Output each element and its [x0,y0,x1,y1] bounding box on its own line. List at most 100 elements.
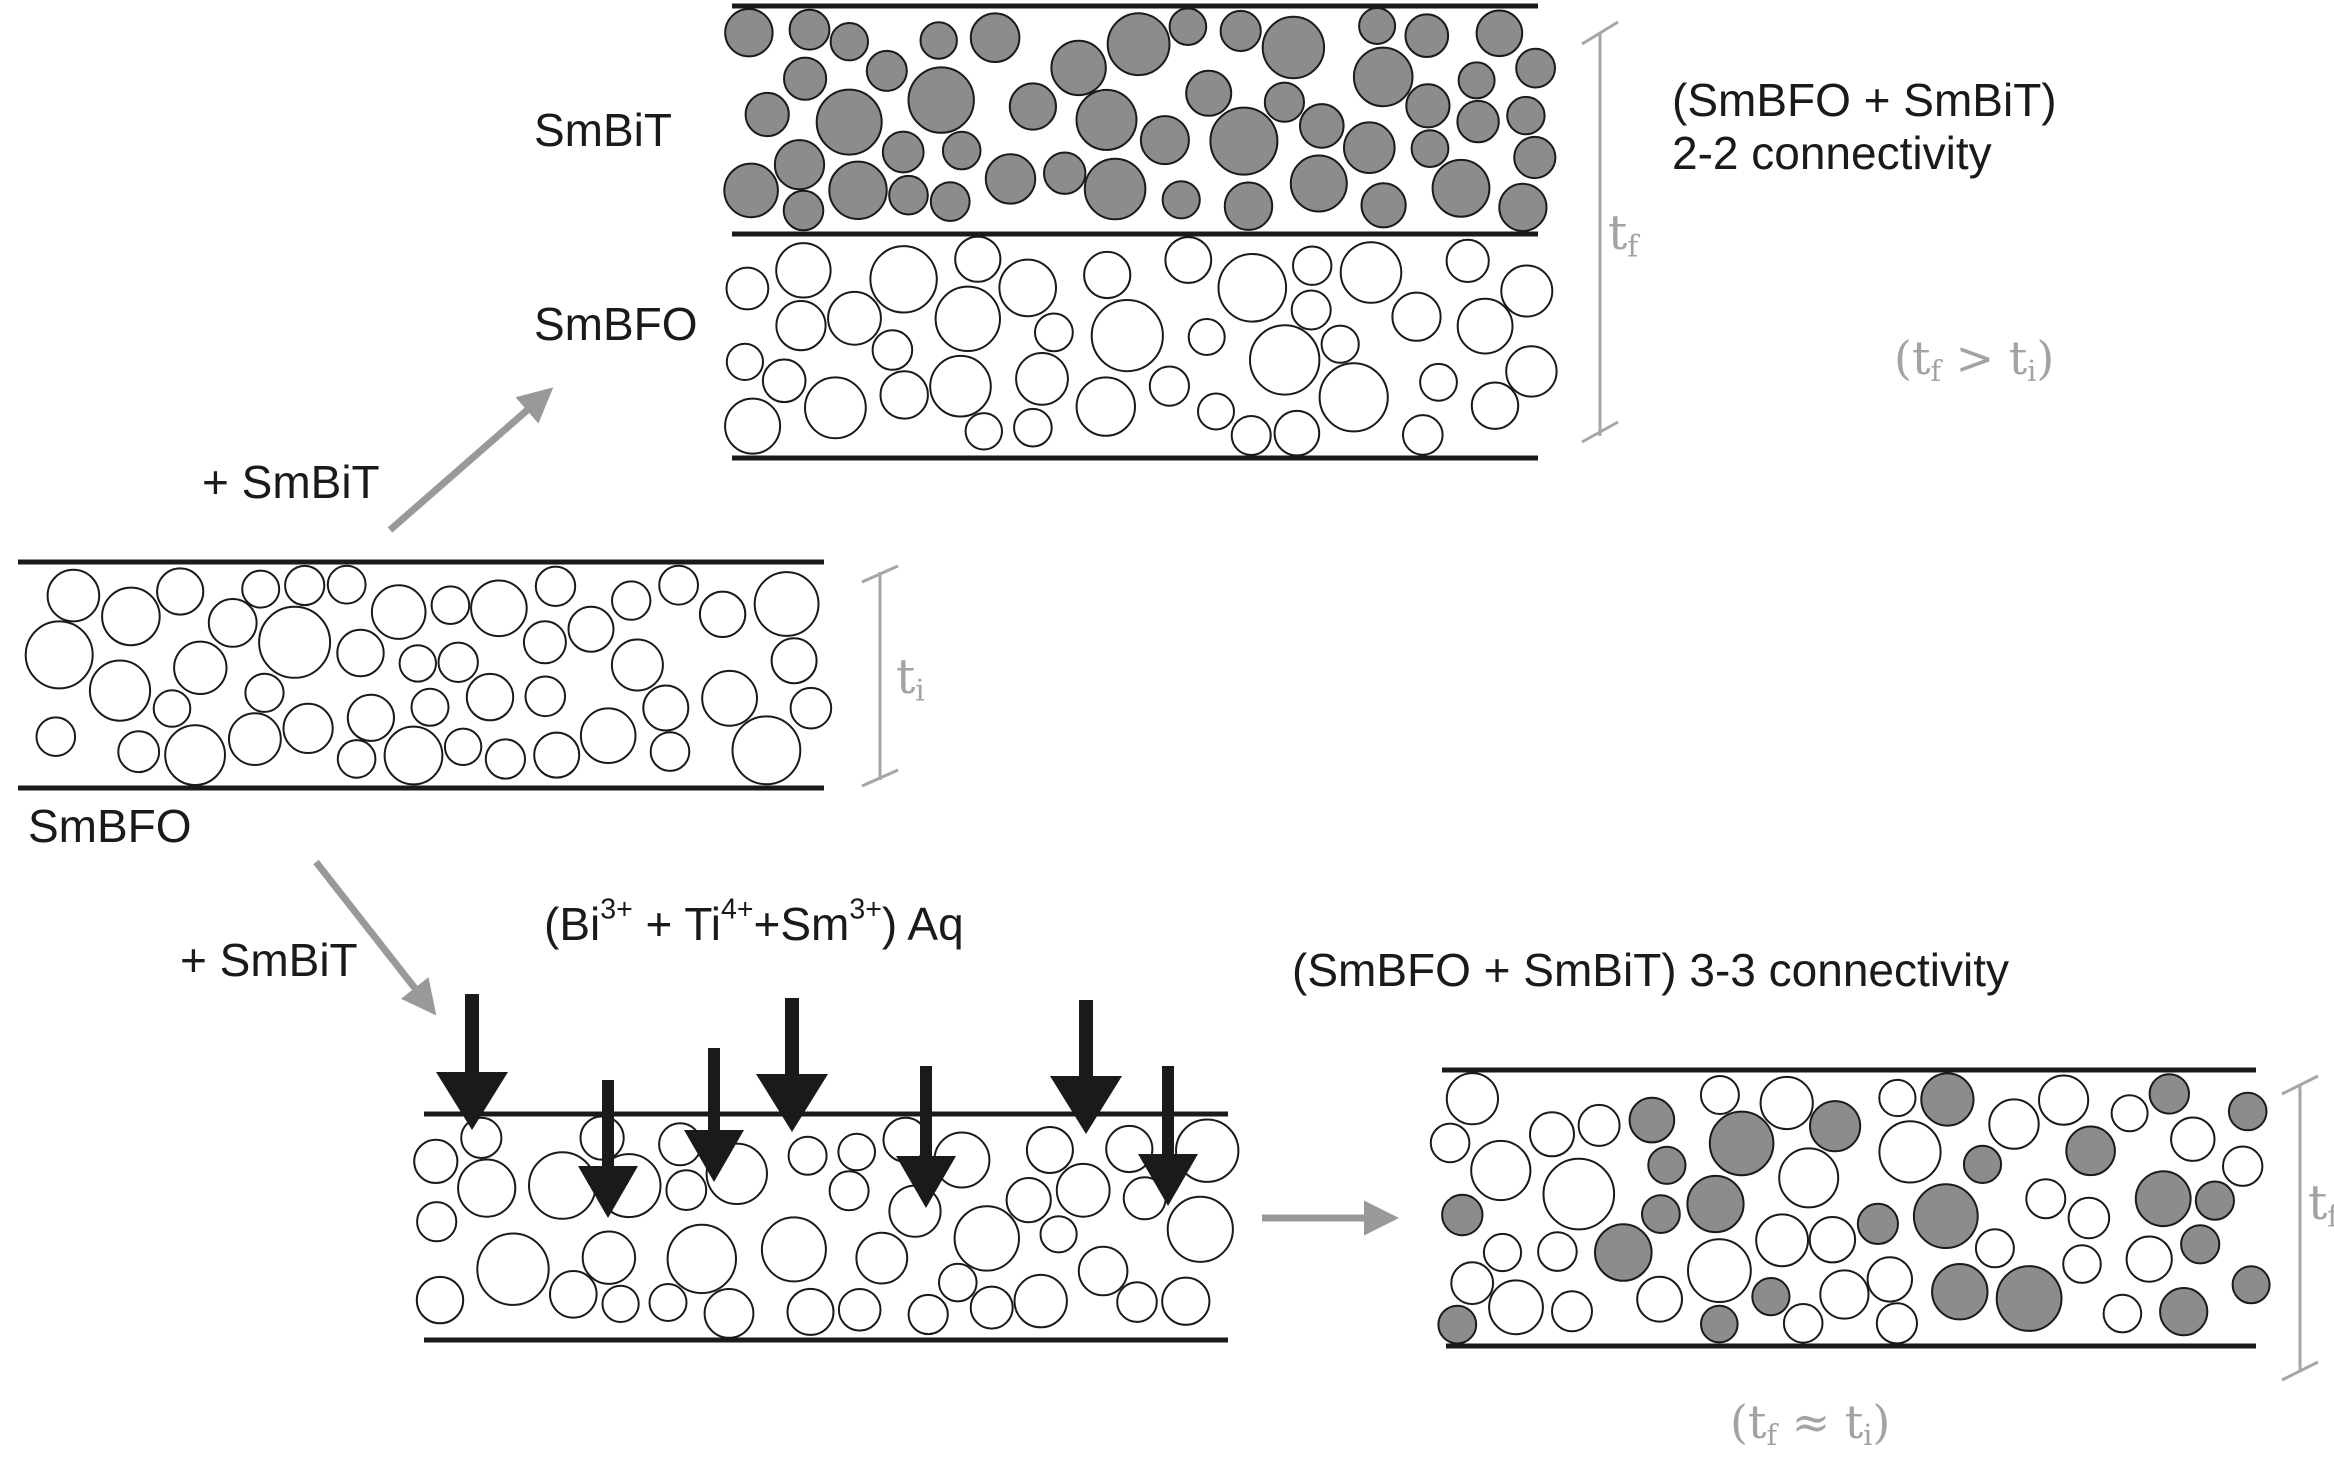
initial-smbfo-grain [336,739,377,779]
smbfo-grain [1500,264,1554,318]
infiltrated-grain [837,1132,877,1172]
initial-smbfo-grain [46,568,101,623]
infiltrated-grain [1116,1281,1158,1323]
smbit-grain [1139,115,1190,166]
initial-smbfo-grain [731,715,802,786]
smbfo-grain [1164,236,1213,284]
composite-grain [1875,1302,1919,1345]
smbit-grain [941,130,982,171]
smbfo-grain [1318,362,1389,433]
connectivity-2-2-title: (SmBFO + SmBiT) 2-2 connectivity [1672,74,2057,180]
smbit-grain [1343,121,1396,174]
deposition-arrow [1138,1066,1198,1206]
smbfo-grain [761,358,807,404]
infiltrated-grain [1055,1162,1111,1218]
composite-grain [1686,1174,1745,1234]
smbit-grain [1168,7,1208,46]
aqueous-bi: (Bi [544,898,601,950]
composite-grain [1751,1277,1791,1317]
ti-base: t [896,649,916,705]
smbfo-grain [1187,318,1226,356]
composite-grain [1866,1256,1914,1303]
initial-smbfo-grain [770,637,818,685]
rel-bottom-close: ) [1872,1395,1891,1449]
initial-smbfo-grain [470,579,528,638]
smbfo-grain [1456,297,1514,355]
composite-grain [1759,1075,1814,1131]
smbit-grain [888,174,929,216]
initial-smbfo-grain [326,564,367,605]
sm-charge: 3+ [849,893,882,926]
composite-grain [2025,1178,2067,1220]
smbfo-grain [1292,245,1333,286]
composite-grain [1778,1147,1840,1209]
composite-grain [2231,1265,2271,1305]
smbit-grain [744,91,790,138]
infiltrated-grain [413,1138,459,1185]
composite-grain [1700,1304,1739,1344]
composite-grain [1551,1290,1593,1333]
smbfo-grain [1273,409,1321,457]
initial-smbfo-grain [410,687,450,727]
initial-smbfo-grain [244,672,285,713]
thickness-dimension-top [1581,20,1619,444]
composite-grain [2148,1073,2191,1115]
smbfo-grain [934,285,1001,352]
infiltrated-grain [549,1270,598,1319]
infiltrated-grain [787,1135,828,1176]
thickness-relation-bottom: (tf ≈ ti) [1730,1395,1891,1450]
initial-smbfo-grain [117,730,161,774]
deposition-arrow [1050,1000,1122,1134]
composite-grain [2227,1091,2268,1132]
composite-grain [1931,1263,1989,1321]
initial-smbfo-grain [534,565,577,607]
composite-grain [1628,1096,1676,1144]
smbit-grain [1404,13,1450,58]
infiltrated-grain [907,1293,949,1336]
composite-grain [1988,1098,2040,1150]
smbit-grain [881,130,925,174]
smbit-grain [783,56,828,101]
initial-smbfo-grain [522,620,567,665]
initial-smbfo-grain [524,675,567,718]
composite-grain [1537,1231,1578,1272]
infiltrated-grain [837,1288,882,1332]
smbit-grain [1358,7,1397,45]
composite-grain [1542,1157,1616,1231]
composite-grain [1482,1232,1523,1273]
composite-grain [1577,1103,1621,1147]
smbfo-grain [1290,289,1332,331]
thickness-final-label-bottom: tf [2308,1175,2334,1231]
infiltrated-grain [665,1169,708,1211]
smbit-grain [929,181,971,223]
infiltrated-grain [1039,1215,1078,1254]
smbfo-grain [725,266,770,311]
composite-grain [1962,1144,2003,1185]
initial-smbfo-grain [430,585,471,626]
smbit-grain [1106,12,1171,77]
smbfo-grain [725,342,765,381]
rel-top-sub2: i [2027,355,2037,389]
composite-grain [1808,1216,1857,1264]
composite-grain [1782,1303,1824,1344]
composite-grain [1699,1075,1740,1115]
smbfo-grain [1230,415,1272,456]
initial-smbfo-grain [383,725,444,786]
infiltrated-grain [953,1205,1020,1272]
initial-smbfo-grain [346,693,395,742]
deposition-arrow [578,1080,638,1218]
initial-smbfo-grain [698,590,747,638]
smbit-grain [723,162,779,219]
composite-grain [2067,1196,2111,1240]
composite-grain [1920,1072,1975,1127]
composite-grain [1878,1120,1942,1184]
smbfo-grain [1013,407,1053,448]
rel-bottom-mid: ≈ t [1777,1395,1864,1449]
infiltrated-grain [938,1262,978,1303]
aqueous-precursor-label: (Bi3+ + Ti4++Sm3+) Aq [544,895,964,951]
smbfo-grain [827,290,882,346]
initial-smbfo-grain [173,640,228,695]
initial-smbfo-grain [567,605,615,653]
smbfo-grain [929,354,992,418]
